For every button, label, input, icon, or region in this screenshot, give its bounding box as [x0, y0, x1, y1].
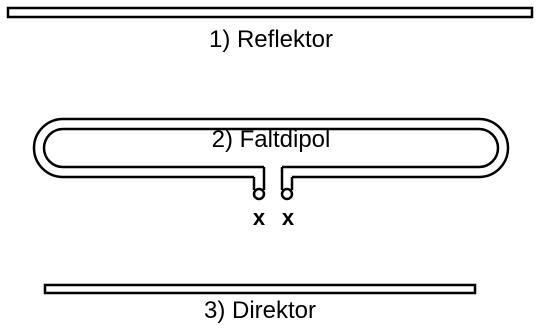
feed-terminal-left: [252, 187, 266, 201]
terminal-left-label: x: [253, 205, 266, 230]
reflector-rod: [6, 6, 534, 19]
director-label: 3) Direktor: [204, 297, 316, 324]
director-rod: [43, 283, 477, 295]
folded-dipole-element: [32, 117, 510, 190]
reflector-element: [6, 6, 534, 19]
folded-dipole-label: 2) Faltdipol: [212, 126, 331, 153]
folded-dipole-outer-wall: [32, 117, 510, 179]
terminal-right-label: x: [282, 205, 295, 230]
reflector-label: 1) Reflektor: [209, 26, 333, 53]
folded-dipole-inner-wall: [42, 127, 500, 169]
feed-terminal-right: [280, 187, 294, 201]
director-element: [43, 283, 477, 295]
